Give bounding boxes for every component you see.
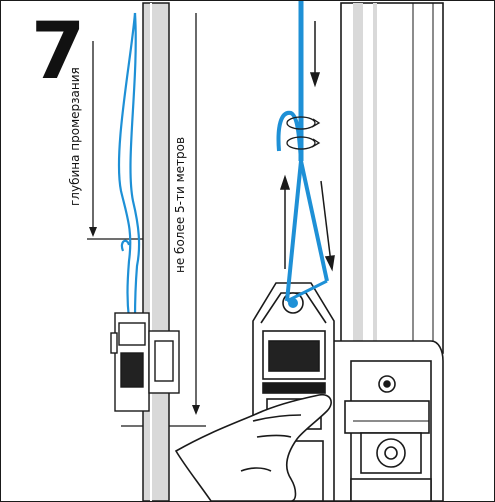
- step-number: 7: [31, 7, 86, 97]
- heating-cable: [276, 1, 329, 303]
- big-pipe: [340, 2, 444, 354]
- arrow-icon: [279, 21, 335, 272]
- rotate-icon: [286, 116, 321, 150]
- thin-pipe: [142, 2, 170, 501]
- hand: [174, 393, 332, 501]
- big-gland-fitting: [330, 340, 444, 501]
- small-heating-cable: [117, 12, 141, 320]
- small-gland-fitting: [110, 312, 180, 412]
